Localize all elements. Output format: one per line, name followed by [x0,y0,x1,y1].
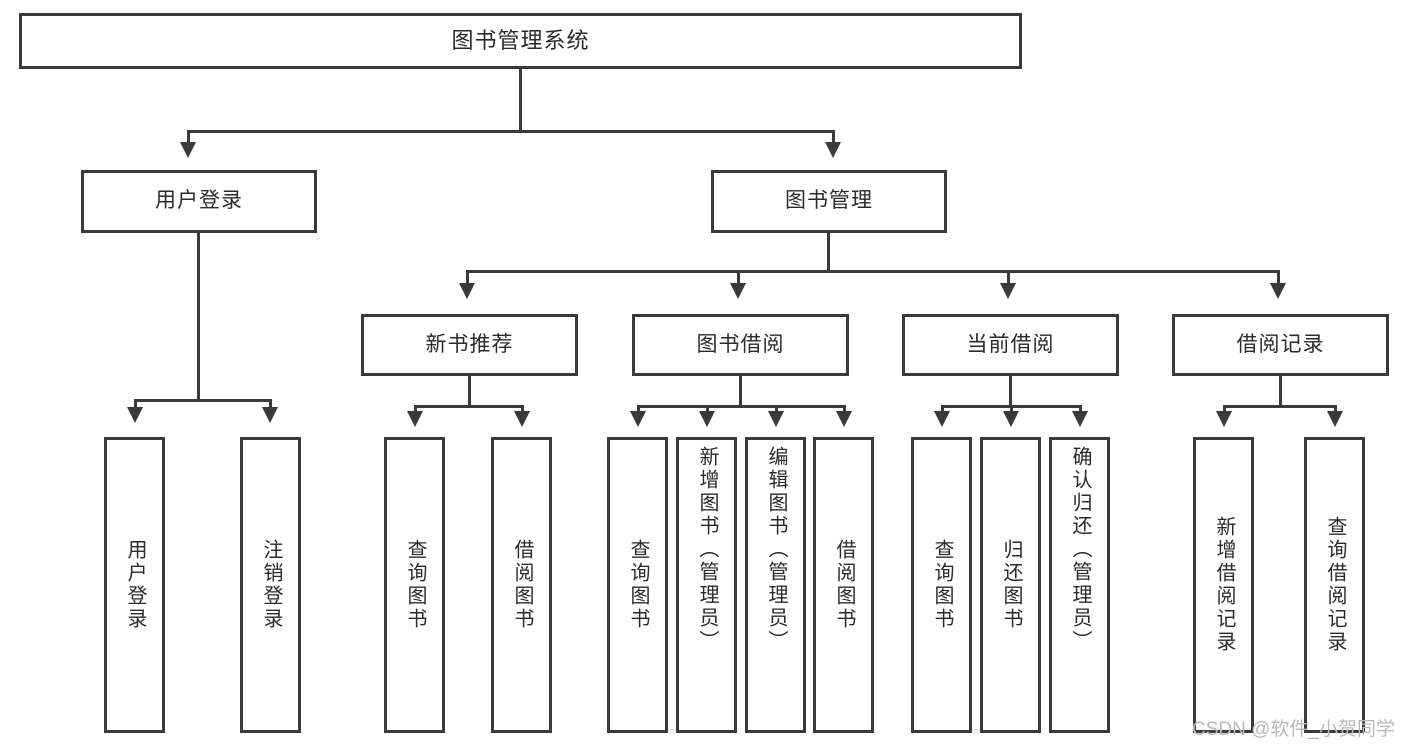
connector-br-drop-2 [1334,405,1337,413]
connector-nbr-bus [414,405,524,408]
leaf-query-book-3-label: 查询图书 [931,539,953,631]
connector-cb-drop-2 [1010,405,1013,413]
connector-book-management-bus [466,270,1280,273]
node-new-book-recommend[interactable]: 新书推荐 [361,314,578,376]
connector-nbr-stem [468,376,471,405]
arrowhead-leaf-query-book-1 [407,411,423,427]
arrowhead-leaf-query-record [1327,411,1343,427]
leaf-add-book[interactable]: 新增图书（管理员） [676,437,737,733]
node-new-book-recommend-label: 新书推荐 [425,332,514,356]
leaf-query-book-2[interactable]: 查询图书 [607,437,668,733]
node-borrow-record-label: 借阅记录 [1236,332,1325,356]
leaf-edit-book[interactable]: 编辑图书（管理员） [745,437,806,733]
leaf-borrow-book-2-label: 借阅图书 [833,539,855,631]
leaf-edit-book-label: 编辑图书（管理员） [765,446,787,653]
node-book-management[interactable]: 图书管理 [711,170,947,233]
leaf-return-book[interactable]: 归还图书 [980,437,1041,733]
connector-user-login-drop-1 [134,399,137,409]
node-root[interactable]: 图书管理系统 [19,13,1022,69]
connector-cb-drop-1 [941,405,944,413]
arrowhead-user-login [180,142,196,158]
connector-bb-drop-4 [843,405,846,413]
leaf-query-book-1-label: 查询图书 [404,539,426,631]
connector-bb-stem [739,376,742,405]
leaf-user-logout-label: 注销登录 [260,539,282,631]
connector-user-login-bus [134,399,272,402]
leaf-confirm-return[interactable]: 确认归还（管理员） [1049,437,1110,733]
arrowhead-leaf-edit-book [768,411,784,427]
csdn-watermark: CSDN @软件_小贺同学 [1192,719,1395,740]
leaf-confirm-return-label: 确认归还（管理员） [1069,446,1091,653]
leaf-user-logout[interactable]: 注销登录 [240,437,301,733]
connector-bb-bus [637,405,846,408]
arrowhead-book-borrow [730,283,746,299]
node-current-borrow[interactable]: 当前借阅 [902,314,1119,376]
connector-bm-drop-4 [1277,270,1280,285]
leaf-query-book-3[interactable]: 查询图书 [911,437,972,733]
arrowhead-leaf-borrow-book-1 [514,411,530,427]
connector-root-bus [187,130,835,133]
leaf-add-book-label: 新增图书（管理员） [696,446,718,653]
node-book-management-label: 图书管理 [785,189,873,213]
connector-br-bus [1223,405,1337,408]
arrowhead-current-borrow [1000,283,1016,299]
leaf-add-record[interactable]: 新增借阅记录 [1193,437,1254,733]
connector-bm-drop-2 [737,270,740,285]
connector-bb-drop-1 [637,405,640,413]
leaf-query-record-label: 查询借阅记录 [1324,516,1346,654]
connector-nbr-drop-2 [521,405,524,413]
arrowhead-borrow-record [1270,283,1286,299]
arrowhead-leaf-return-book [1003,411,1019,427]
connector-user-login-stem [197,233,200,399]
connector-user-login-drop-2 [269,399,272,409]
connector-bm-drop-1 [466,270,469,285]
leaf-borrow-book-2[interactable]: 借阅图书 [813,437,874,733]
leaf-user-login-label: 用户登录 [124,539,146,631]
node-book-borrow[interactable]: 图书借阅 [632,314,849,376]
connector-bb-drop-2 [706,405,709,413]
connector-root-to-book-management [832,130,835,144]
node-current-borrow-label: 当前借阅 [966,332,1055,356]
leaf-query-book-1[interactable]: 查询图书 [384,437,445,733]
connector-root-to-user-login [187,130,190,144]
connector-br-drop-1 [1223,405,1226,413]
leaf-return-book-label: 归还图书 [1000,539,1022,631]
arrowhead-new-book-recommend [459,283,475,299]
arrowhead-book-management [825,142,841,158]
node-root-label: 图书管理系统 [451,28,590,54]
connector-bb-drop-3 [775,405,778,413]
arrowhead-leaf-user-logout [262,407,278,423]
connector-nbr-drop-1 [414,405,417,413]
connector-br-stem [1279,376,1282,405]
leaf-query-book-2-label: 查询图书 [627,539,649,631]
arrowhead-leaf-add-record [1216,411,1232,427]
leaf-user-login[interactable]: 用户登录 [104,437,165,733]
node-borrow-record[interactable]: 借阅记录 [1172,314,1389,376]
connector-bm-drop-3 [1007,270,1010,285]
leaf-borrow-book-1-label: 借阅图书 [511,539,533,631]
node-book-borrow-label: 图书借阅 [696,332,785,356]
arrowhead-leaf-add-book [699,411,715,427]
connector-cb-stem [1009,376,1012,405]
node-user-login-label: 用户登录 [155,189,243,213]
leaf-add-record-label: 新增借阅记录 [1213,516,1235,654]
arrowhead-leaf-borrow-book-2 [836,411,852,427]
connector-book-management-stem [827,233,830,270]
arrowhead-leaf-query-book-2 [630,411,646,427]
arrowhead-leaf-query-book-3 [934,411,950,427]
arrowhead-leaf-user-login [127,407,143,423]
connector-root-stem [519,69,522,130]
connector-cb-drop-3 [1079,405,1082,413]
leaf-borrow-book-1[interactable]: 借阅图书 [491,437,552,733]
arrowhead-leaf-confirm-return [1072,411,1088,427]
node-user-login[interactable]: 用户登录 [81,170,317,233]
leaf-query-record[interactable]: 查询借阅记录 [1304,437,1365,733]
